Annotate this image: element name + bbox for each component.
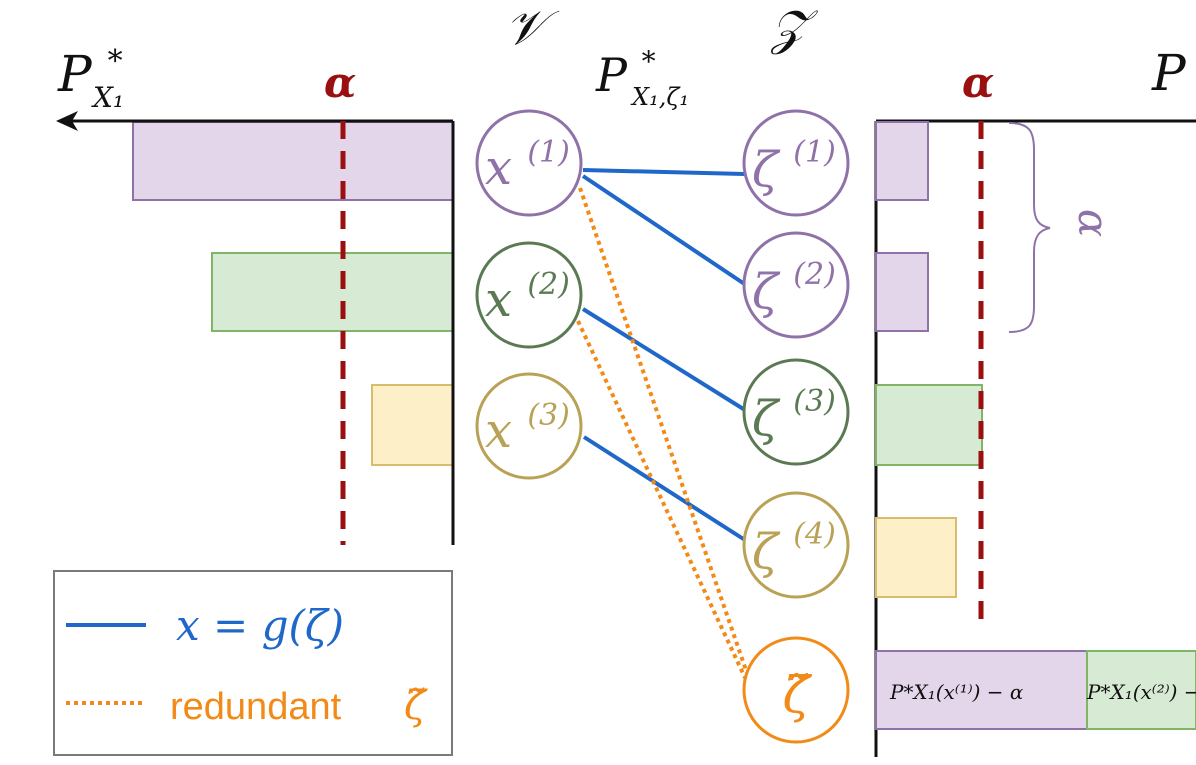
node-z2: ζ (2) <box>742 231 850 339</box>
node-x2-sup: (2) <box>527 267 570 302</box>
mapping-x1-z2 <box>581 174 748 287</box>
node-z1-base: ζ <box>752 142 781 198</box>
redundant-x2-zt <box>576 320 750 685</box>
node-x2-base: x <box>485 272 512 328</box>
node-zt-circle <box>742 636 850 744</box>
node-z3-circle <box>742 358 850 466</box>
node-x2: x (2) <box>475 241 583 349</box>
node-x2-label: x (2) <box>485 267 570 328</box>
node-z2-sup: (2) <box>793 257 836 292</box>
node-z1-label: ζ (1) <box>752 135 836 198</box>
node-z4-base: ζ <box>752 524 781 580</box>
right-yellow-bar <box>875 517 957 598</box>
bottom-bar-label-2: P*X₁(x⁽²⁾) − <box>1086 680 1196 704</box>
node-x1-label: x (1) <box>485 135 570 196</box>
node-x3-sup: (3) <box>527 398 570 433</box>
left-purple-bar <box>132 121 454 201</box>
left-p-label: P * X₁ <box>57 25 138 114</box>
node-x1-base: x <box>485 140 512 196</box>
center-p-star: * <box>642 45 656 78</box>
mapping-x2-z3 <box>581 307 747 412</box>
legend-dotted-label: redundant <box>170 686 342 728</box>
center-p-label: P * X₁,ζ₁ <box>595 28 689 111</box>
right-panel: α P α P*X₁(x⁽¹⁾) − α P*X₁(x⁽²⁾) − <box>874 44 1196 757</box>
center-labels: 𝒱 𝒵 P * X₁,ζ₁ <box>505 0 819 111</box>
node-x3-base: x <box>485 403 512 459</box>
node-x3: x (3) <box>475 372 583 480</box>
node-z3-sup: (3) <box>793 384 836 419</box>
node-z4: ζ (4) <box>742 491 850 599</box>
bottom-bar-segment-1 <box>875 650 1088 730</box>
right-alpha-label: α <box>962 58 994 107</box>
mapping-x1-z1 <box>582 168 745 176</box>
node-x2-circle <box>475 241 583 349</box>
node-z2-label: ζ (2) <box>752 257 836 320</box>
mapping-x3-z4 <box>582 435 747 542</box>
right-brace-alpha-label: α <box>1069 209 1118 237</box>
bottom-bar-segment-2 <box>1086 650 1196 730</box>
right-p-label: P <box>1151 44 1187 102</box>
node-z1-sup: (1) <box>793 135 836 170</box>
bottom-bar-label-1: P*X₁(x⁽¹⁾) − α <box>889 680 1024 704</box>
legend-dotted-symbol: ζ̃ <box>404 683 428 729</box>
node-x3-label: x (3) <box>485 398 570 459</box>
node-z1-circle <box>742 109 850 217</box>
left-axis-arrow <box>56 111 78 131</box>
legend-solid-label: x = g(ζ) <box>176 601 344 650</box>
node-z4-label: ζ (4) <box>752 517 836 580</box>
right-alpha-brace <box>1008 122 1051 333</box>
right-purple-bar-2 <box>875 252 929 332</box>
node-x1-sup: (1) <box>527 135 570 170</box>
left-green-bar <box>211 252 454 332</box>
node-zt-label: ζ̃ <box>782 666 812 724</box>
center-p-sub: X₁,ζ₁ <box>630 83 689 111</box>
left-p-main: P <box>57 45 93 103</box>
node-z4-sup: (4) <box>793 517 836 552</box>
legend: x = g(ζ) redundant ζ̃ <box>53 570 453 756</box>
center-p-main: P <box>595 48 628 102</box>
v-label: 𝒱 <box>505 0 560 56</box>
right-green-bar <box>875 384 983 466</box>
z-label: 𝒵 <box>770 0 819 56</box>
left-panel: P * X₁ α <box>56 25 455 545</box>
node-x3-circle <box>475 372 583 480</box>
node-z4-circle <box>742 491 850 599</box>
mapping-lines <box>576 168 750 685</box>
node-z2-circle <box>742 231 850 339</box>
node-z1: ζ (1) <box>742 109 850 217</box>
right-purple-bar-1 <box>875 121 929 201</box>
left-yellow-bar <box>371 384 454 466</box>
node-x1: x (1) <box>475 109 583 217</box>
left-alpha-label: α <box>324 58 356 107</box>
node-zt: ζ̃ <box>742 636 850 744</box>
redundant-x1-zt <box>578 187 750 677</box>
legend-box <box>53 570 453 756</box>
node-x1-circle <box>475 109 583 217</box>
left-p-sub: X₁ <box>91 81 124 114</box>
node-z3-base: ζ <box>752 391 781 447</box>
node-z3-label: ζ (3) <box>752 384 836 447</box>
node-z3: ζ (3) <box>742 358 850 466</box>
left-p-star: * <box>108 44 123 79</box>
node-z2-base: ζ <box>752 264 781 320</box>
